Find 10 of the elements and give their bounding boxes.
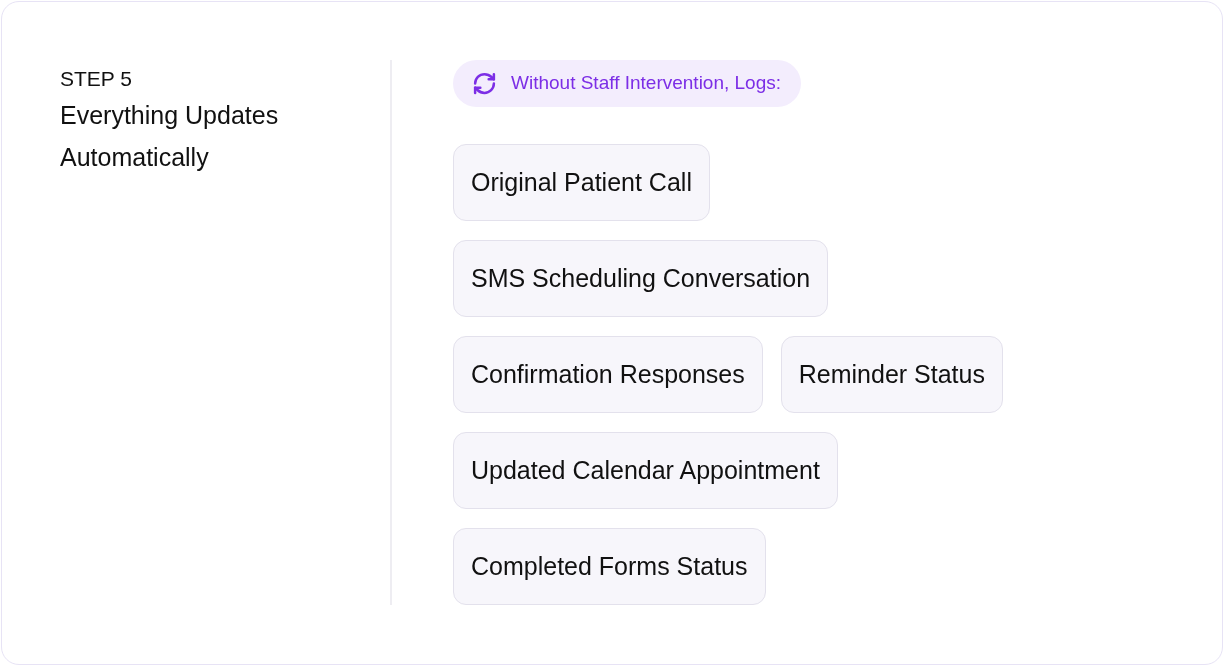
step-title: Everything Updates Automatically <box>60 100 280 173</box>
heading-pill <box>453 60 802 107</box>
step-label: STEP 5 <box>60 66 133 92</box>
record-chip: Updated Calendar Appointment <box>453 432 838 509</box>
record-chip: Completed Forms Status <box>453 528 766 605</box>
record-chip: Reminder Status <box>780 336 1003 413</box>
record-chip: Confirmation Responses <box>453 336 763 413</box>
heading-text: Without Staff Intervention, Logs: <box>511 71 782 96</box>
record-chip: Original Patient Call <box>453 144 710 221</box>
record-chip: SMS Scheduling Conversation <box>453 240 829 317</box>
